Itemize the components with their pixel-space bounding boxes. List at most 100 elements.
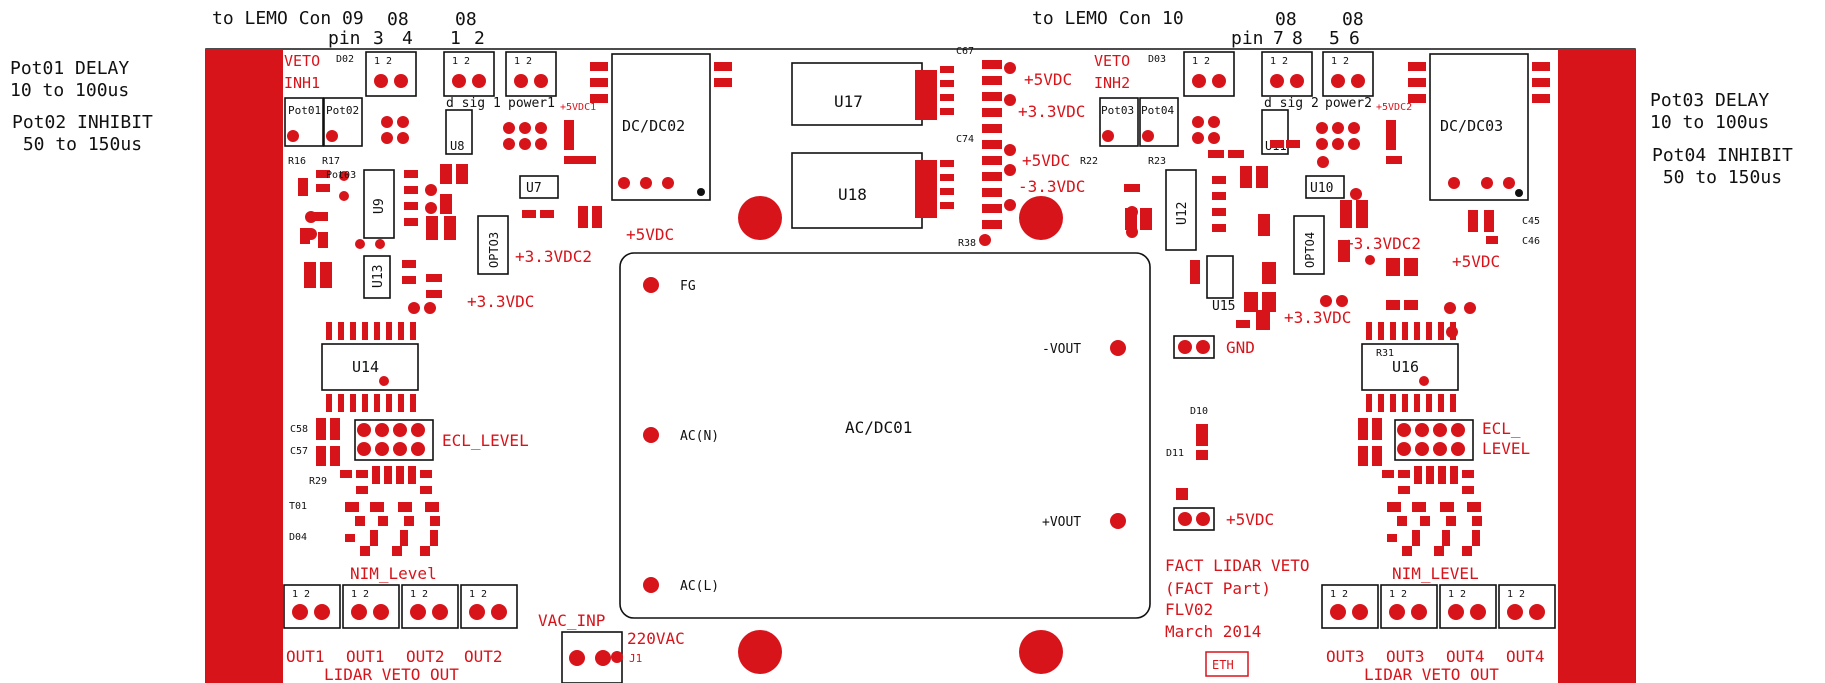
- rail-label: +5VDC1: [560, 102, 596, 113]
- refdes: R38: [958, 238, 976, 249]
- refdes: Pot04: [1141, 104, 1174, 117]
- title-line: FACT LIDAR VETO: [1165, 556, 1310, 575]
- u8-chip: [445, 109, 473, 155]
- title-line: (FACT Part): [1165, 579, 1271, 598]
- svg-text:1 2: 1 2: [514, 56, 532, 67]
- refdes: R23: [1148, 156, 1166, 167]
- rail-label: +3.3VDC: [467, 292, 534, 311]
- svg-text:1 2: 1 2: [1192, 56, 1210, 67]
- pin-label-acl: AC(L): [680, 579, 719, 594]
- left-copper-bar: [206, 49, 283, 683]
- output-label: OUT2: [406, 647, 445, 666]
- rail-label: +5VDC: [1024, 70, 1072, 89]
- u16-label: U16: [1392, 358, 1419, 376]
- u10-label: U10: [1310, 181, 1333, 196]
- refdes: Pot01: [288, 104, 321, 117]
- pin-num: 6: [1349, 28, 1360, 49]
- refdes: D11: [1166, 448, 1184, 459]
- refdes: D03: [1148, 54, 1166, 65]
- refdes: R17: [322, 156, 340, 167]
- refdes: Pot03: [326, 170, 356, 181]
- pin-num: 7: [1273, 28, 1284, 49]
- u13-label: U13: [371, 265, 386, 288]
- u12-chip: [1165, 169, 1197, 251]
- rail-label: +5VDC: [1022, 151, 1070, 170]
- u16-chip: [1361, 343, 1459, 391]
- pin-pad: [643, 427, 659, 443]
- output-label: OUT4: [1446, 647, 1485, 666]
- acdc01-module: [619, 252, 1151, 619]
- svg-text:1 2: 1 2: [1389, 589, 1407, 600]
- svg-text:1 2: 1 2: [1507, 589, 1525, 600]
- refdes: Pot03: [1101, 104, 1134, 117]
- pin-num: 1: [450, 28, 461, 49]
- rail-label: +5VDC: [1452, 252, 1500, 271]
- pin-num: 5: [1329, 28, 1340, 49]
- rail-label: +5VDC2: [1376, 102, 1412, 113]
- pin-label-vout-plus: +VOUT: [1042, 515, 1081, 530]
- vac220-label: 220VAC: [627, 629, 685, 648]
- title-line: FLV02: [1165, 600, 1213, 619]
- refdes: R29: [309, 476, 327, 487]
- rail-label: +3.3VDC: [1284, 308, 1351, 327]
- output-label: OUT4: [1506, 647, 1545, 666]
- svg-text:1 2: 1 2: [410, 589, 428, 600]
- svg-text:1 2: 1 2: [1448, 589, 1466, 600]
- opto3-label: OPTO3: [487, 232, 501, 268]
- gnd-label: GND: [1226, 338, 1255, 357]
- pin-label-acn: AC(N): [680, 429, 719, 444]
- opto4-chip: [1293, 215, 1325, 275]
- refdes: C45: [1522, 216, 1540, 227]
- mounting-hole: [1019, 196, 1063, 240]
- svg-text:1 2: 1 2: [452, 56, 470, 67]
- refdes: T01: [289, 501, 307, 512]
- u9-label: U9: [372, 198, 387, 214]
- u17-label: U17: [834, 92, 863, 111]
- refdes: C74: [956, 134, 974, 145]
- refdes: C57: [290, 446, 308, 457]
- output-label: OUT1: [346, 647, 385, 666]
- veto-label: VETO: [284, 52, 320, 70]
- u9-chip: [363, 169, 395, 239]
- title-line: March 2014: [1165, 622, 1261, 641]
- dcdc02-module: [611, 53, 711, 201]
- lidar-veto-out-label: LIDAR VETO OUT: [324, 665, 459, 683]
- output-label: OUT2: [464, 647, 503, 666]
- rail-label: +3.3VDC2: [1344, 234, 1421, 253]
- pin-label-vout-minus: -VOUT: [1042, 342, 1081, 357]
- mounting-hole: [1019, 630, 1063, 674]
- u17-chip: [791, 62, 923, 126]
- power2-label: power2: [1325, 96, 1372, 111]
- rail-label: +5VDC: [626, 225, 674, 244]
- right-copper-bar: [1558, 49, 1635, 683]
- connector-block: 1 2 1 2 1 2: [365, 51, 557, 97]
- mounting-hole: [738, 630, 782, 674]
- rail-label: +3.3VDC: [1018, 102, 1085, 121]
- rail-label: +3.3VDC2: [515, 247, 592, 266]
- mounting-hole: [738, 196, 782, 240]
- dsig2-label: d sig 2: [1264, 96, 1319, 111]
- output-connectors-left: 1 2 1 2 1 2 1 2: [283, 584, 518, 629]
- nim-level-label: NIM_Level: [350, 564, 437, 583]
- module-label-acdc01: AC/DC01: [845, 418, 912, 437]
- output-connectors-right: 1 2 1 2 1 2 1 2: [1321, 584, 1556, 629]
- u7-label: U7: [526, 181, 542, 196]
- ecl-level-label: ECL_LEVEL: [442, 431, 529, 450]
- svg-text:1 2: 1 2: [1331, 56, 1349, 67]
- pin-pad: [1110, 513, 1126, 529]
- output-label: OUT3: [1326, 647, 1365, 666]
- opto4-label: OPTO4: [1303, 232, 1317, 268]
- refdes: D02: [336, 54, 354, 65]
- pin-num: 3: [373, 28, 384, 49]
- power1-label: power1: [508, 96, 555, 111]
- u18-label: U18: [838, 185, 867, 204]
- svg-text:1 2: 1 2: [469, 589, 487, 600]
- u12-label: U12: [1175, 202, 1190, 225]
- module-label-dcdc03: DC/DC03: [1440, 117, 1503, 135]
- pin-pad: [1110, 340, 1126, 356]
- connector-id: 08: [1342, 9, 1364, 30]
